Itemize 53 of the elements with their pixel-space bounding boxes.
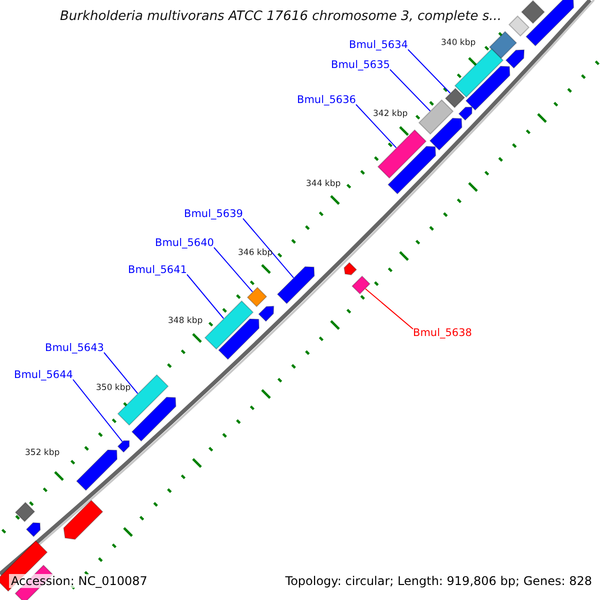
gene-feature: [276, 266, 315, 304]
scale-label: 348 kbp: [168, 317, 203, 326]
scale-label: 350 kbp: [96, 384, 131, 392]
gene-feature: [458, 106, 472, 121]
gene-feature: [258, 306, 274, 322]
leader-line: [242, 218, 294, 278]
gene-feature: [14, 502, 36, 522]
leader-line: [356, 104, 397, 148]
leader-line: [104, 352, 138, 394]
gene-feature: [352, 276, 370, 294]
gene-feature: [505, 49, 525, 69]
leader-line: [214, 247, 253, 292]
leader-line: [186, 274, 224, 319]
gene-feature: [218, 318, 260, 360]
gene-feature: [429, 118, 462, 151]
gene-feature: [63, 500, 104, 540]
scale-label: 340 kbp: [441, 39, 476, 48]
gene-feature: [526, 0, 574, 46]
gene-feature: [117, 440, 130, 453]
scale-label: 344 kbp: [306, 180, 341, 188]
gene-feature: [76, 450, 118, 491]
footer-text: Accession: NC_010087: [9, 574, 150, 588]
gene-feature: [465, 66, 510, 111]
gene-label: Bmul_5636: [297, 95, 356, 106]
gene-label: Bmul_5638: [413, 328, 472, 338]
gene-feature: [117, 374, 169, 426]
gene-feature: [131, 396, 176, 442]
leader-line: [408, 49, 451, 94]
footer-text: Topology: circular; Length: 919,806 bp; Genes: 828: [283, 574, 594, 588]
gene-feature: [246, 286, 268, 308]
gene-label: Bmul_5641: [128, 265, 187, 276]
gene-feature: [377, 129, 427, 179]
gene-label: Bmul_5635: [331, 60, 390, 70]
gene-feature: [488, 30, 518, 60]
scale-label: 342 kbp: [373, 110, 408, 118]
gene-feature: [454, 48, 504, 98]
gene-label: Bmul_5644: [14, 370, 73, 380]
scale-label: 352 kbp: [25, 449, 60, 458]
gene-label: Bmul_5643: [45, 343, 104, 354]
scale-label: 346 kbp: [238, 249, 273, 258]
gene-feature: [344, 262, 358, 276]
gene-feature: [418, 99, 454, 135]
leader-line: [390, 69, 431, 112]
gene-feature: [388, 146, 436, 194]
gene-feature: [26, 522, 41, 538]
gene-label: Bmul_5634: [349, 40, 408, 50]
gene-feature: [508, 15, 530, 37]
gene-feature: [521, 0, 545, 24]
leader-line: [72, 379, 123, 442]
gene-label: Bmul_5639: [184, 209, 243, 220]
gene-label: Bmul_5640: [155, 238, 214, 248]
gene-feature: [444, 88, 466, 108]
gene-feature: [204, 300, 254, 350]
